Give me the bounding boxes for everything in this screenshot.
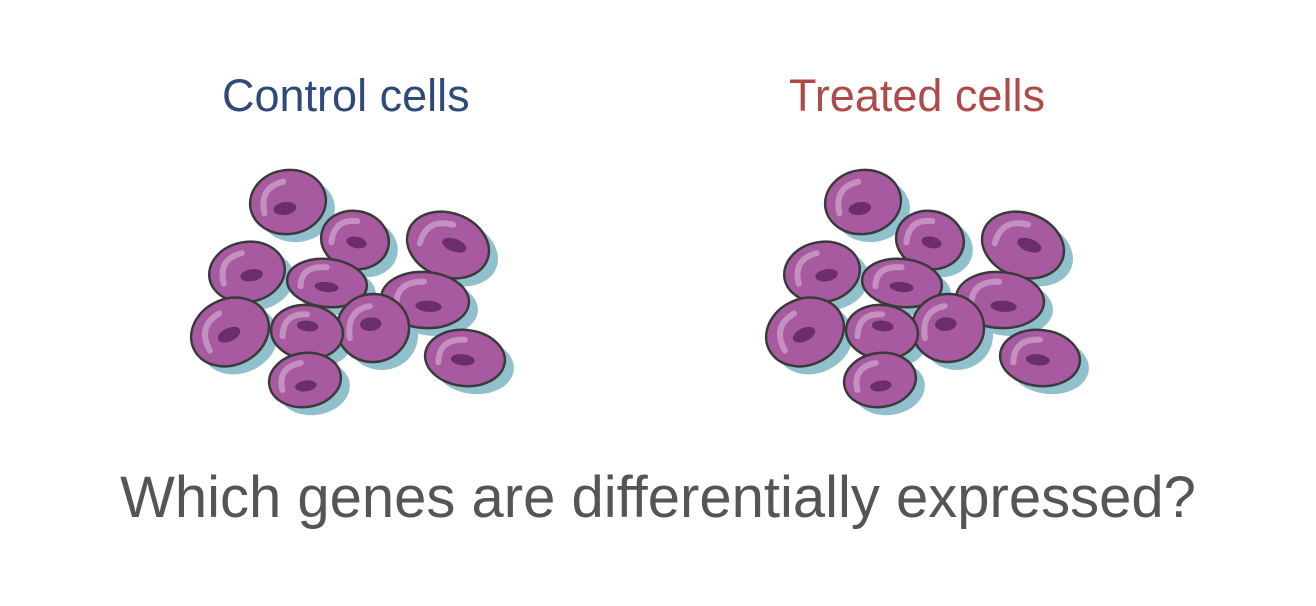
- cell: [842, 351, 918, 409]
- nucleus: [1025, 354, 1050, 366]
- control-cells-label: Control cells: [222, 70, 470, 121]
- cell: [423, 328, 507, 388]
- nucleus: [359, 317, 382, 331]
- nucleus: [296, 320, 319, 332]
- cell: [980, 210, 1066, 280]
- cell: [894, 209, 966, 271]
- nucleus: [346, 236, 367, 249]
- differential-expression-question: Which genes are differentially expressed…: [120, 465, 1196, 530]
- treated-cells-label: Treated cells: [789, 70, 1045, 121]
- nucleus: [450, 354, 475, 366]
- cell: [189, 296, 271, 368]
- nucleus: [273, 201, 297, 216]
- cell: [782, 240, 862, 304]
- cell: [860, 257, 944, 309]
- nucleus: [415, 300, 442, 312]
- nucleus: [889, 281, 914, 293]
- nucleus: [314, 281, 339, 293]
- nucleus: [921, 236, 942, 249]
- cell: [207, 240, 287, 304]
- nucleus: [1017, 237, 1042, 253]
- nucleus: [848, 201, 872, 216]
- nucleus: [442, 237, 467, 253]
- cell: [267, 351, 343, 409]
- cell: [764, 296, 846, 368]
- nucleus: [871, 320, 894, 332]
- nucleus: [295, 380, 317, 392]
- nucleus: [217, 326, 241, 343]
- treated-cell-cluster: [764, 168, 1089, 416]
- nucleus: [240, 269, 263, 282]
- cell: [285, 257, 369, 309]
- cell: [823, 168, 903, 236]
- cell: [269, 303, 345, 361]
- control-cell-cluster: [189, 168, 514, 416]
- cell: [998, 328, 1082, 388]
- nucleus: [934, 317, 957, 331]
- cell: [319, 209, 391, 271]
- nucleus: [792, 326, 816, 343]
- nucleus: [815, 269, 838, 282]
- nucleus: [990, 300, 1017, 312]
- nucleus: [870, 380, 892, 392]
- cell: [248, 168, 328, 236]
